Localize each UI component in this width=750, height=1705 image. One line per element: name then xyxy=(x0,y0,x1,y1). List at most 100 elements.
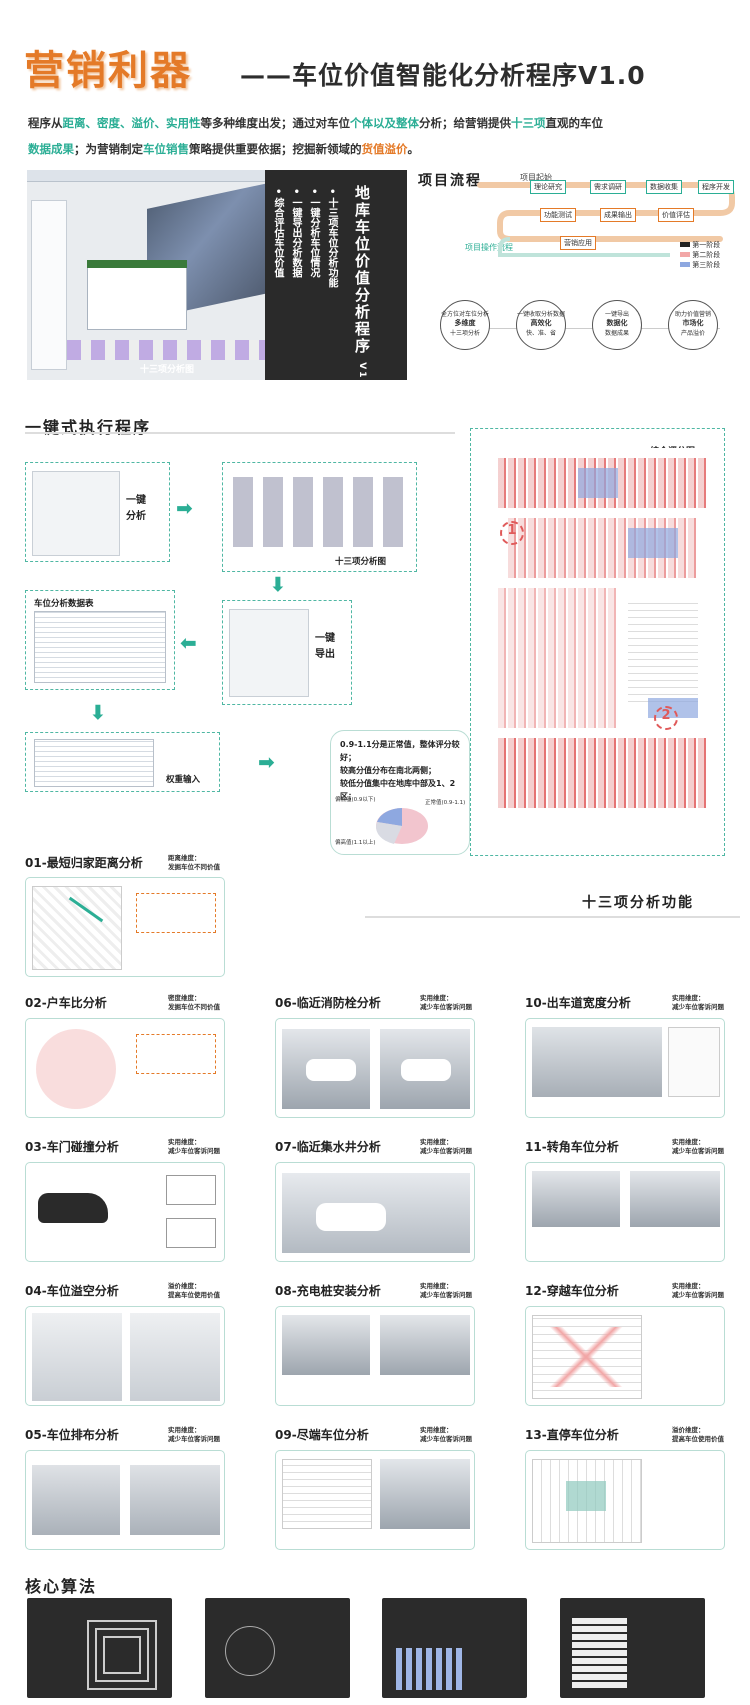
feature-12-card xyxy=(525,1306,725,1406)
feature-11-title: 11-转角车位分析 xyxy=(525,1140,619,1154)
export-dialog-screenshot xyxy=(229,609,309,697)
feature-04-title: 04-车位溢空分析 xyxy=(25,1284,119,1298)
step-table-box: 车位分析数据表 xyxy=(25,590,175,690)
hero-vertical-title: 地库车位价值分析程序 V1.0 xyxy=(353,185,371,394)
process-node-1: 理论研究 xyxy=(530,180,566,194)
feature-03-title: 03-车门碰撞分析 xyxy=(25,1140,119,1154)
feature-03-card xyxy=(25,1162,225,1262)
feature-10-title: 10-出车道宽度分析 xyxy=(525,996,631,1010)
feature-09-tag: 实用维度： 减少车位客诉问题 xyxy=(420,1426,472,1443)
intro-paragraph: 程序从距离、密度、溢价、实用性等多种维度出发；通过对车位个体以及整体分析；给营销… xyxy=(28,116,603,156)
hero-bullet-3: • 一键导出分析数据 xyxy=(290,188,301,278)
feature-10-card xyxy=(525,1018,725,1118)
pie-slice-low xyxy=(377,808,402,826)
circle-3: 一键导出 数据化 数据成果 xyxy=(592,300,642,350)
step-analyze-label: 一键 分析 xyxy=(126,495,146,522)
summary-text: 0.9-1.1分是正常值，整体评分较好； 较高分值分布在南北两侧； 较低分值集中… xyxy=(340,738,470,803)
feature-01-card xyxy=(25,877,225,977)
hero-caption: 十三项分析图 xyxy=(140,365,195,375)
hero-bullet-4: • 综合评估车位价值 xyxy=(272,188,283,278)
circle-1: 全方位对车位分析 多维度 十三项分析 xyxy=(440,300,490,350)
summary-line-3: 较低分值集中在地库中部及1、2区； xyxy=(340,779,456,801)
score-pie-chart xyxy=(376,808,428,844)
hero-bullet-2: • 一键分析车位情况 xyxy=(308,188,319,278)
zone-marker-1: 1 xyxy=(500,521,524,545)
feature-01-tag: 距离维度： 发掘车位不同价值 xyxy=(168,854,220,871)
summary-line-2: 较高分值分布在南北两侧； xyxy=(340,766,436,775)
zone-marker-2: 2 xyxy=(654,706,678,730)
feature-08-card xyxy=(275,1306,475,1406)
feature-06-card xyxy=(275,1018,475,1118)
pie-label-low: 偏低值(0.9以下) xyxy=(335,797,376,803)
step-maps-box: 十三项分析图 xyxy=(222,462,417,572)
algorithm-thumb-1 xyxy=(27,1598,172,1698)
algorithm-thumb-4 xyxy=(560,1598,705,1698)
hero-bullet-1: • 十三项车位分析功能 xyxy=(326,188,337,288)
feature-13-tag: 溢价维度： 提高车位使用价值 xyxy=(672,1426,724,1443)
process-op: 项目操作流程 xyxy=(465,243,513,252)
feature-04-tag: 溢价维度： 提高车位使用价值 xyxy=(168,1282,220,1299)
onekey-title: 一键式执行程序 xyxy=(25,418,152,437)
arrow-left-1: ➡ xyxy=(180,632,197,656)
feature-05-card xyxy=(25,1450,225,1550)
pie-slice-mid xyxy=(376,822,402,844)
feature-02-tag: 密度维度： 发掘车位不同价值 xyxy=(168,994,220,1011)
process-node-8: 营销应用 xyxy=(560,236,596,250)
step-analyze-box: 一键 分析 xyxy=(25,462,170,562)
step-table-label: 车位分析数据表 xyxy=(34,599,94,609)
arrow-right-2: ➡ xyxy=(258,750,275,774)
feature-11-tag: 实用维度： 减少车位客诉问题 xyxy=(672,1138,724,1155)
feature-13-card xyxy=(525,1450,725,1550)
process-node-5: 功能测试 xyxy=(540,208,576,222)
main-title: 营销利器 xyxy=(24,47,192,94)
feature-12-title: 12-穿越车位分析 xyxy=(525,1284,619,1298)
arrow-right-1: ➡ xyxy=(176,496,193,520)
feature-10-tag: 实用维度： 减少车位客诉问题 xyxy=(672,994,724,1011)
maps-thumbnails xyxy=(233,477,408,547)
process-node-3: 数据收集 xyxy=(646,180,682,194)
feature-08-tag: 实用维度： 减少车位客诉问题 xyxy=(420,1282,472,1299)
feature-12-tag: 实用维度： 减少车位客诉问题 xyxy=(672,1282,724,1299)
hero-dark-panel xyxy=(265,170,407,380)
feature-02-title: 02-户车比分析 xyxy=(25,996,107,1010)
feature-04-card xyxy=(25,1306,225,1406)
process-node-4: 程序开发 xyxy=(698,180,734,194)
feature-06-tag: 实用维度： 减少车位客诉问题 xyxy=(420,994,472,1011)
step-weight-label: 权重输入 xyxy=(166,775,201,785)
feature-09-title: 09-尽端车位分析 xyxy=(275,1428,369,1442)
onekey-divider xyxy=(25,432,455,434)
feature-11-card xyxy=(525,1162,725,1262)
step-export-label: 一键 导出 xyxy=(315,633,335,660)
overall-heatmap xyxy=(498,448,708,818)
circle-2: 一键收取分析数据 高效化 快、准、省 xyxy=(516,300,566,350)
algorithm-thumb-2 xyxy=(205,1598,350,1698)
feature-01-title: 01-最短归家距离分析 xyxy=(25,856,143,870)
arrow-down-2: ➡ xyxy=(86,703,111,721)
feature-07-title: 07-临近集水井分析 xyxy=(275,1140,381,1154)
subtitle: ——车位价值智能化分析程序V1.0 xyxy=(240,61,646,90)
feature-13-title: 13-直停车位分析 xyxy=(525,1428,619,1442)
feature-03-tag: 实用维度： 减少车位客诉问题 xyxy=(168,1138,220,1155)
feature-07-tag: 实用维度： 减少车位客诉问题 xyxy=(420,1138,472,1155)
weight-table-screenshot xyxy=(34,739,154,787)
circle-4: 助力价值营销 市场化 产品溢价 xyxy=(668,300,718,350)
features-title: 十三项分析功能 xyxy=(582,895,694,911)
feature-09-card xyxy=(275,1450,475,1550)
feature-07-card xyxy=(275,1162,475,1262)
core-title: 核心算法 xyxy=(25,1577,98,1596)
step-weight-box: 权重输入 xyxy=(25,732,220,792)
dialog-screenshot xyxy=(32,471,120,556)
pie-label-normal: 正常值(0.9-1.1) xyxy=(425,800,466,806)
feature-02-card xyxy=(25,1018,225,1118)
process-node-7: 价值评估 xyxy=(658,208,694,222)
feature-05-title: 05-车位排布分析 xyxy=(25,1428,119,1442)
process-title: 项目流程 xyxy=(418,173,482,189)
summary-line-1: 0.9-1.1分是正常值，整体评分较好； xyxy=(340,740,460,762)
process-node-6: 成果输出 xyxy=(600,208,636,222)
pie-label-high: 偏高值(1.1以上) xyxy=(335,840,376,846)
step-export-box: 一键 导出 xyxy=(222,600,352,705)
process-legend: 第一阶段 第二阶段 第三阶段 xyxy=(680,240,720,270)
algorithm-thumb-3 xyxy=(382,1598,527,1698)
feature-05-tag: 实用维度： 减少车位客诉问题 xyxy=(168,1426,220,1443)
features-divider xyxy=(365,916,740,918)
